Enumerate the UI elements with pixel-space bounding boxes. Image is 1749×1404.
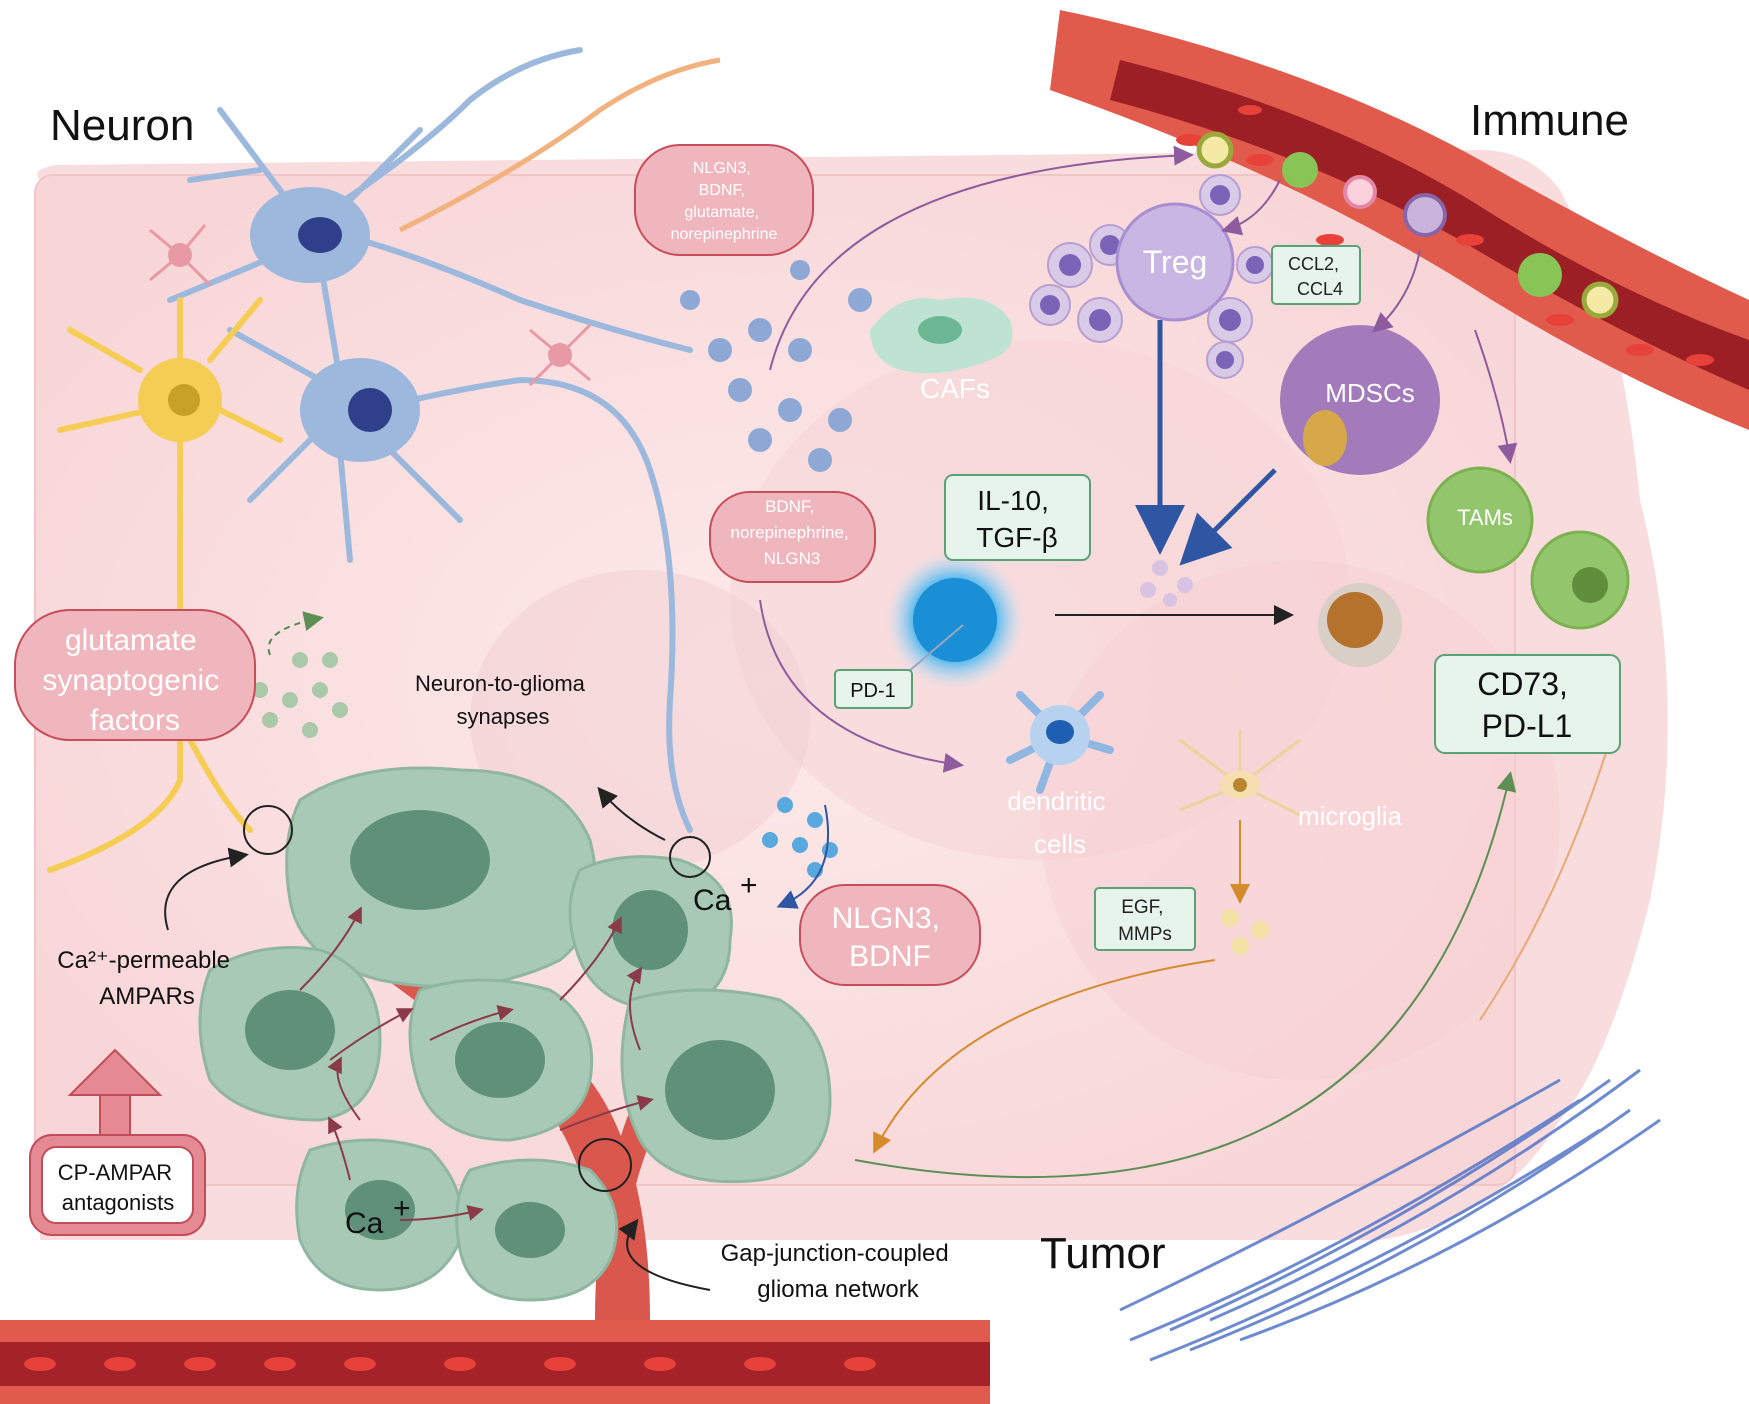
pill-nlgn3-line-1: NLGN3, (832, 902, 940, 935)
pill-top-line-4: norepinephrine (671, 226, 778, 243)
annotation-ca-top-plus: + (740, 869, 758, 902)
label-dendritic-line-1: dendritic (1007, 786, 1105, 816)
box-ccl: CCL2, CCL4 (1271, 245, 1361, 305)
pill-mid-line-1: BDNF, (765, 497, 814, 516)
annotation-gap-line-1: Gap-junction-coupled (721, 1240, 949, 1267)
immune-cells (870, 174, 1630, 817)
blood-vessel-bottom (0, 930, 990, 1404)
tam-cells (1426, 466, 1630, 630)
heading-immune: Immune (1470, 96, 1629, 145)
annotation-ca-bottom: Ca (345, 1207, 384, 1240)
annotation-ca-top: Ca (693, 884, 732, 917)
label-mdscs: MDSCs (1325, 378, 1415, 408)
svg-text:CP-AMPAR antagonists: CP-AMPAR antagonists (58, 1160, 179, 1215)
box-cd73-line-2: PD-L1 (1482, 708, 1573, 744)
box-egf: EGF, MMPs (1094, 887, 1196, 951)
label-microglia: microglia (1298, 801, 1403, 831)
svg-text:CD73, PD-L1: CD73, PD-L1 (1477, 666, 1577, 744)
label-dendritic-line-2: cells (1034, 829, 1086, 859)
svg-text:NLGN3, BDNF, gluta: NLGN3, BDNF, glutamate, norepinephrine (671, 160, 778, 243)
box-il10: IL-10, TGF-β (944, 474, 1091, 561)
pill-nlgn3-line-2: BDNF (849, 940, 931, 973)
pill-glutamate-line-1: glutamate (65, 624, 197, 657)
heading-tumor: Tumor (1040, 1229, 1166, 1278)
box-cp-ampar: CP-AMPAR antagonists (29, 1134, 206, 1236)
cp-ampar-arrow (67, 1048, 163, 1136)
annotation-gap-line-2: glioma network (757, 1276, 919, 1303)
box-pd1-text: PD-1 (850, 680, 896, 702)
annotation-ca-bottom-plus: + (393, 1192, 411, 1225)
arrows (164, 145, 1611, 1291)
label-dendritic: dendritic cells (1007, 786, 1113, 859)
box-cp-ampar-line-2: antagonists (62, 1190, 175, 1215)
box-cd73-line-1: CD73, (1477, 666, 1568, 702)
heading-neuron: Neuron (50, 101, 194, 150)
synapse-highlights (243, 805, 711, 1192)
annotation-synapses-line-1: Neuron-to-glioma (415, 671, 586, 696)
treg-cell (1115, 202, 1235, 322)
label-cafs: CAFs (920, 373, 990, 404)
box-egf-line-1: EGF, (1121, 897, 1163, 918)
annotation-gap-junction: Gap-junction-coupled glioma network (721, 1240, 956, 1303)
pill-top-line-3: glutamate, (684, 204, 759, 221)
pill-glutamate-line-3: factors (90, 704, 180, 737)
svg-text:NLGN3, BDNF: NLGN3, BDNF (832, 902, 949, 973)
box-egf-line-2: MMPs (1118, 924, 1172, 945)
pill-glutamate-line-2: synaptogenic (42, 664, 219, 697)
annotation-synapses-line-2: synapses (457, 704, 550, 729)
svg-text:EGF, MMPs: EGF, MMPs (1118, 897, 1172, 945)
pill-glutamate: glutamate synaptogenic factors (14, 609, 256, 741)
pill-mid-line-2: norepinephrine, (731, 523, 849, 542)
box-cd73: CD73, PD-L1 (1434, 654, 1621, 754)
box-il10-line-2: TGF-β (976, 522, 1057, 553)
box-pd1: PD-1 (834, 669, 913, 709)
svg-text:CCL2, CCL4: CCL2, CCL4 (1288, 254, 1344, 299)
pill-top-factors: NLGN3, BDNF, glutamate, norepinephrine (634, 144, 814, 256)
label-treg: Treg (1143, 244, 1208, 280)
annotation-synapses: Neuron-to-glioma synapses (415, 671, 591, 729)
annotation-ampars: Ca²⁺-permeable AMPARs (57, 947, 236, 1010)
svg-text:IL-10, TGF-β: IL-10, TGF-β (976, 485, 1057, 553)
pill-top-line-1: NLGN3, (693, 160, 751, 177)
fiber-bundle (1119, 1068, 1661, 1362)
box-ccl-line-2: CCL4 (1297, 279, 1343, 299)
blood-vessel-top (1050, 10, 1749, 430)
box-ccl-line-1: CCL2, (1288, 254, 1339, 274)
molecule-dots (252, 260, 1269, 955)
glioma-network (198, 766, 832, 1302)
svg-text:glutamate synaptogenic: glutamate synaptogenic factors (42, 624, 227, 737)
annotation-ampars-line-2: AMPARs (99, 983, 195, 1010)
box-il10-line-1: IL-10, (977, 485, 1049, 516)
annotation-ampars-line-1: Ca²⁺-permeable (57, 947, 230, 974)
svg-text:BDNF, norepinephrine,: BDNF, norepinephrine, NLGN3 (731, 497, 854, 568)
label-tams: TAMs (1457, 505, 1513, 530)
neuron-cells (47, 47, 721, 873)
pill-mid-factors: BDNF, norepinephrine, NLGN3 (709, 491, 876, 583)
pill-top-line-2: BDNF, (699, 182, 745, 199)
pill-mid-line-3: NLGN3 (764, 549, 821, 568)
box-cp-ampar-line-1: CP-AMPAR (58, 1160, 173, 1185)
pill-nlgn3-bdnf: NLGN3, BDNF (799, 884, 981, 986)
